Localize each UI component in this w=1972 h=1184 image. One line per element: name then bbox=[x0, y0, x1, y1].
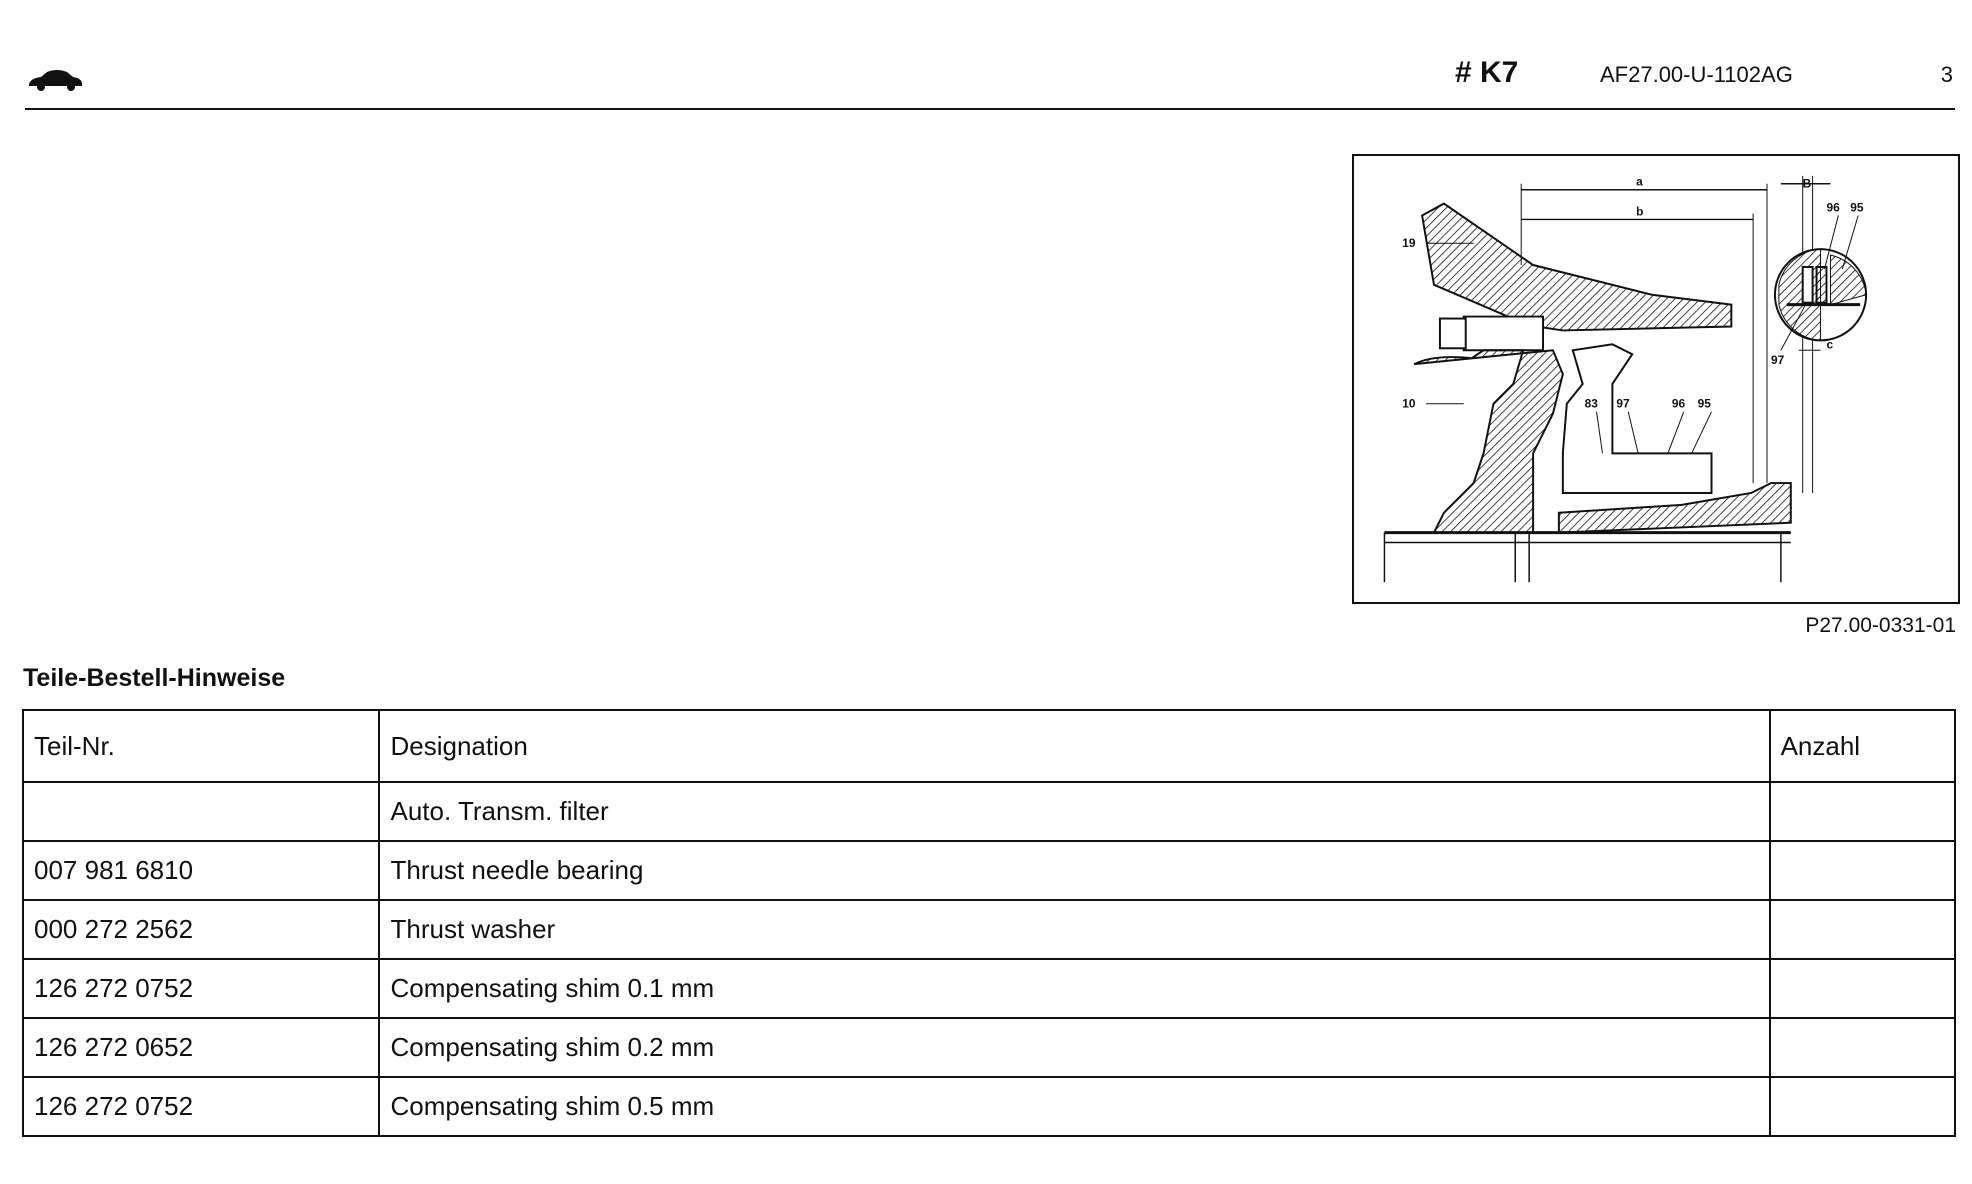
part-label-96-main: 96 bbox=[1672, 397, 1686, 411]
part-label-95-detail: 95 bbox=[1850, 201, 1864, 215]
dimension-label-b: b bbox=[1636, 204, 1643, 218]
table-row: 000 272 2562 Thrust washer bbox=[21, 899, 1957, 960]
document-reference: AF27.00-U-1102AG bbox=[1600, 62, 1793, 87]
figure-reference: P27.00-0331-01 bbox=[1805, 614, 1956, 637]
part-label-19: 19 bbox=[1402, 236, 1416, 250]
cell-part-number: 007 981 6810 bbox=[21, 840, 381, 901]
table-row: 126 272 0652 Compensating shim 0.2 mm bbox=[21, 1017, 1957, 1078]
cell-designation: Compensating shim 0.1 mm bbox=[378, 958, 1771, 1019]
technical-drawing: a b B 19 10 83 97 bbox=[1352, 154, 1960, 604]
cell-designation: Compensating shim 0.5 mm bbox=[378, 1076, 1771, 1137]
cell-designation: Thrust needle bearing bbox=[378, 840, 1771, 901]
table-row: 126 272 0752 Compensating shim 0.1 mm bbox=[21, 958, 1957, 1019]
header-quantity: Anzahl bbox=[1768, 709, 1957, 783]
part-label-97-main: 97 bbox=[1616, 397, 1630, 411]
car-icon bbox=[29, 70, 82, 91]
part-label-83: 83 bbox=[1585, 397, 1599, 411]
part-label-95-main: 95 bbox=[1698, 397, 1712, 411]
part-label-96-detail: 96 bbox=[1826, 201, 1840, 215]
cell-quantity bbox=[1768, 781, 1957, 842]
section-title: Teile-Bestell-Hinweise bbox=[23, 664, 286, 692]
cell-part-number: 126 272 0652 bbox=[21, 1017, 381, 1078]
page-number: 3 bbox=[1940, 62, 1953, 87]
transmission-section-drawing: a b B 19 10 83 97 bbox=[1383, 175, 1868, 583]
document-code: # K7 bbox=[1455, 56, 1519, 89]
cell-quantity bbox=[1768, 958, 1957, 1019]
table-header-row: Teil-Nr. Designation Anzahl bbox=[21, 709, 1957, 783]
cell-designation: Compensating shim 0.2 mm bbox=[378, 1017, 1771, 1078]
dimension-label-c: c bbox=[1826, 337, 1833, 351]
cell-designation: Thrust washer bbox=[378, 899, 1771, 960]
cell-quantity bbox=[1768, 840, 1957, 901]
dimension-label-a: a bbox=[1636, 175, 1643, 189]
header-designation: Designation bbox=[378, 709, 1771, 783]
parts-order-table: Teil-Nr. Designation Anzahl Auto. Transm… bbox=[21, 709, 1957, 1137]
dimension-label-B: B bbox=[1803, 177, 1812, 191]
cell-quantity bbox=[1768, 1076, 1957, 1137]
cell-part-number: 126 272 0752 bbox=[21, 1076, 381, 1137]
part-label-10: 10 bbox=[1402, 397, 1416, 411]
cell-designation: Auto. Transm. filter bbox=[378, 781, 1771, 842]
part-label-97-detail: 97 bbox=[1771, 353, 1785, 367]
table-row: Auto. Transm. filter bbox=[21, 781, 1957, 842]
page-header: # K7 AF27.00-U-1102AG 3 bbox=[25, 52, 1955, 110]
cell-part-number bbox=[21, 781, 381, 842]
table-row: 126 272 0752 Compensating shim 0.5 mm bbox=[21, 1076, 1957, 1137]
cell-quantity bbox=[1768, 899, 1957, 960]
header-part-number: Teil-Nr. bbox=[21, 709, 381, 783]
table-row: 007 981 6810 Thrust needle bearing bbox=[21, 840, 1957, 901]
cell-quantity bbox=[1768, 1017, 1957, 1078]
cell-part-number: 000 272 2562 bbox=[21, 899, 381, 960]
cell-part-number: 126 272 0752 bbox=[21, 958, 381, 1019]
